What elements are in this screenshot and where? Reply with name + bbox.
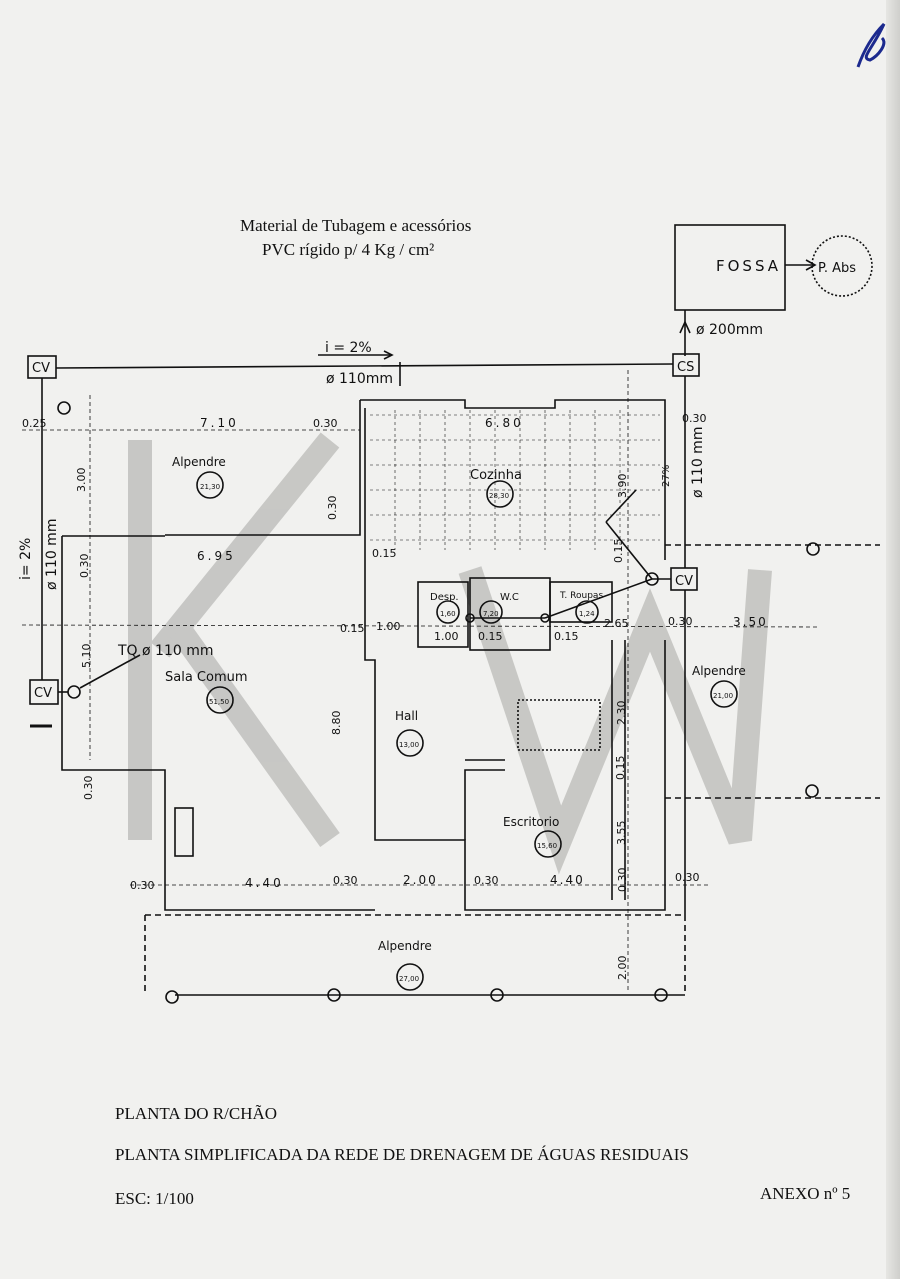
room-sala: Sala Comum: [165, 670, 248, 685]
cs-box: [672, 353, 700, 377]
dim-200: 2.00: [403, 873, 438, 887]
dim-680: 6.80: [485, 416, 524, 430]
pipe-110-right-label: ø 110 mm: [690, 427, 706, 498]
room-desp: Desp.: [430, 592, 459, 603]
cv-top-label: CV: [32, 361, 50, 376]
pipe-110-top-label: ø 110mm: [326, 371, 393, 387]
area-circle-troupas: [575, 600, 599, 624]
tq-label: TQ ø 110 mm: [117, 643, 213, 659]
stairs: [517, 699, 601, 751]
area-circle-alpendre-1: [196, 471, 224, 499]
dim-030h: 0.30: [333, 874, 358, 887]
dim-510: 5.10: [80, 644, 93, 669]
pabs-label: P. Abs: [818, 261, 856, 276]
dim-440a: 4.40: [245, 876, 284, 890]
dim-015c: 0.15: [478, 630, 503, 643]
area-alpendre-2: 21,00: [713, 692, 733, 700]
area-circle-hall: [396, 729, 424, 757]
area-hall: 13,00: [399, 741, 419, 749]
pipe-200-label: ø 200mm: [696, 322, 763, 338]
dim-015a: 0.15: [372, 547, 397, 560]
dim-100b: 1.00: [434, 630, 459, 643]
cs-label: CS: [677, 360, 694, 375]
room-troupas: T. Roupas: [559, 591, 603, 601]
area-alpendre-1: 21,30: [200, 483, 220, 491]
dim-027: 27%: [661, 465, 672, 487]
room-hall: Hall: [395, 709, 418, 723]
dim-390: 3.90: [616, 474, 629, 499]
area-wc: 7,20: [483, 610, 499, 618]
plan-subtitle: PLANTA SIMPLIFICADA DA REDE DE DRENAGEM …: [115, 1145, 689, 1164]
dim-015b: 0.15: [340, 622, 365, 635]
slope-left-label: i= 2%: [18, 538, 34, 580]
dim-200b: 2.00: [616, 956, 629, 981]
dim-030a: 0.30: [313, 417, 338, 430]
dim-030g: 0.30: [130, 879, 155, 892]
dim-030j: 0.30: [616, 868, 629, 893]
room-alpendre-3: Alpendre: [378, 939, 432, 953]
plan-title: PLANTA DO R/CHÃO: [115, 1104, 278, 1123]
area-alpendre-3: 27,00: [399, 975, 419, 983]
dim-030i: 0.30: [474, 874, 499, 887]
cv-left-label: CV: [34, 686, 52, 701]
dim-355: 3.55: [615, 821, 628, 846]
pabs-circle: [811, 235, 873, 297]
dim-880: 8.80: [330, 711, 343, 736]
scale-label: ESC: 1/100: [115, 1189, 194, 1208]
area-circle-cozinha: [486, 480, 514, 508]
dim-015e: 0.15: [614, 756, 627, 781]
dim-440b: 4.40: [550, 873, 585, 887]
dim-710: 7.10: [200, 416, 239, 430]
fossa-label: FOSSA: [716, 257, 781, 275]
dim-695: 6.95: [197, 549, 236, 563]
annex-label: ANEXO nº 5: [760, 1184, 851, 1203]
area-escritorio: 15,60: [537, 842, 557, 850]
room-wc: W.C: [500, 592, 519, 603]
dim-030e: 0.30: [668, 615, 693, 628]
dim-030c: 0.30: [326, 496, 339, 521]
dim-015d: 0.15: [554, 630, 579, 643]
material-spec: PVC rígido p/ 4 Kg / cm²: [262, 240, 435, 259]
fossa-box: [674, 224, 786, 311]
area-cozinha: 28,30: [489, 492, 509, 500]
area-circle-escritorio: [534, 830, 562, 858]
area-sala: 51,50: [209, 698, 229, 706]
area-troupas: 1,24: [579, 610, 595, 618]
cv-right-label: CV: [675, 574, 693, 589]
pipe-110-left-label: ø 110 mm: [44, 519, 60, 590]
area-circle-alpendre-2: [710, 680, 738, 708]
area-circle-sala: [206, 686, 234, 714]
dim-030b: 0.30: [682, 412, 707, 425]
area-circle-desp: [436, 600, 460, 624]
sheet-edge: [886, 0, 900, 1279]
dim-015f: 0.15: [612, 539, 625, 564]
slope-top-label: i = 2%: [325, 340, 372, 356]
dim-265: 2.65: [604, 617, 629, 630]
dim-030d: 0.30: [78, 554, 91, 579]
area-desp: 1,60: [440, 610, 456, 618]
kitchen-tiles: [370, 410, 660, 550]
room-alpendre-2: Alpendre: [692, 664, 746, 678]
room-escritorio: Escritorio: [503, 815, 559, 829]
dim-030k: 0.30: [675, 871, 700, 884]
dim-100a: 1.00: [376, 620, 401, 633]
fireplace: [174, 807, 194, 857]
room-cozinha: Cozinha: [470, 468, 522, 483]
room-alpendre-1: Alpendre: [172, 455, 226, 469]
signature: [856, 22, 886, 68]
dim-350: 3.50: [733, 615, 768, 629]
dim-030f: 0.30: [82, 776, 95, 801]
area-circle-alpendre-3: [396, 963, 424, 991]
material-title: Material de Tubagem e acessórios: [240, 216, 472, 235]
dim-300: 3.00: [75, 468, 88, 493]
dim-230: 2.30: [615, 701, 628, 726]
dim-025: 0.25: [22, 417, 47, 430]
area-circle-wc: [479, 600, 503, 624]
